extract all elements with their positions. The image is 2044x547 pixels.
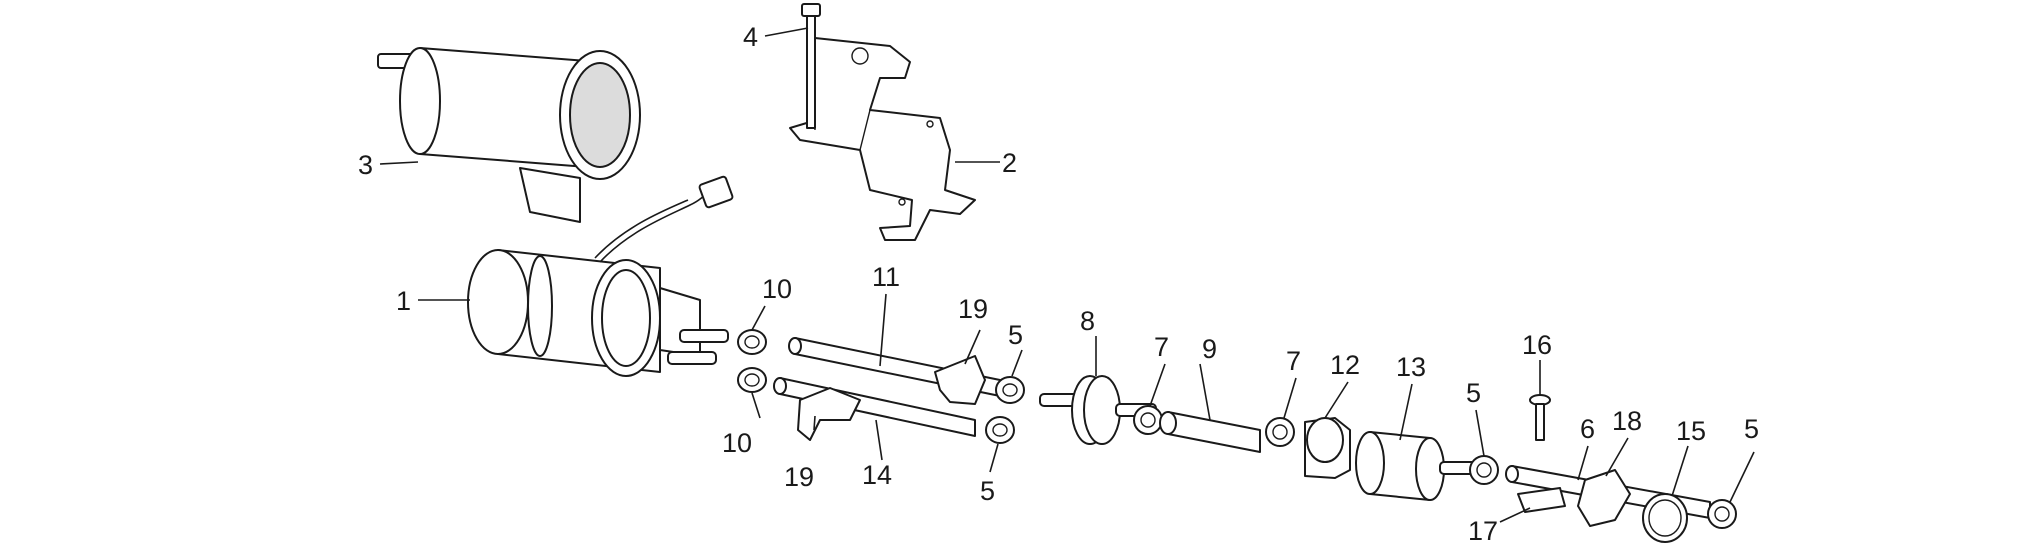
part-10-clamps [737,329,767,393]
callout-2: 2 [1002,148,1017,178]
callout-5-middle: 5 [1466,378,1481,408]
callout-16: 16 [1522,330,1552,360]
callout-14: 14 [862,460,892,490]
part-7-clamp-right [1265,417,1295,447]
part-19-strap-upper [934,355,986,405]
part-9-hose [1159,411,1261,453]
callout-10-lower: 10 [722,428,752,458]
leader-lines [379,27,1755,523]
callout-10-upper: 10 [762,274,792,304]
callout-5-upper: 5 [1008,320,1023,350]
callout-15: 15 [1676,416,1706,446]
callout-7-left: 7 [1154,332,1169,362]
part-1-pump [467,175,734,377]
callout-18: 18 [1612,406,1642,436]
part-12-connector [1304,417,1351,479]
callout-19-upper: 19 [958,294,988,324]
part-5-clamp-right [1707,499,1737,529]
callout-7-right: 7 [1286,346,1301,376]
part-4-bolt [801,3,821,129]
callout-17: 17 [1468,516,1498,546]
part-7-clamp-left [1133,405,1163,435]
callout-4: 4 [743,22,758,52]
callout-labels: 3 2 4 1 10 10 11 19 5 8 7 9 7 12 13 5 16… [358,22,1759,546]
part-5-clamp-middle [1469,455,1499,485]
part-16-screw [1529,394,1551,441]
callout-13: 13 [1396,352,1426,382]
part-18-strap [1577,469,1631,527]
callout-8: 8 [1080,306,1095,336]
callout-9: 9 [1202,334,1217,364]
part-13-filter [1355,431,1489,501]
callout-19-lower: 19 [784,462,814,492]
callout-3: 3 [358,150,373,180]
callout-11: 11 [872,262,900,292]
callout-6: 6 [1580,414,1595,444]
part-15-ring-clamp [1642,493,1688,543]
callout-5-lower: 5 [980,476,995,506]
callout-5-right: 5 [1744,414,1759,444]
part-17-clip [1517,487,1566,513]
part-5-clamps-left [985,376,1025,444]
part-3-canister [377,47,641,223]
callout-12: 12 [1330,350,1360,380]
callout-1: 1 [396,286,411,316]
part-2-bracket [789,37,976,241]
